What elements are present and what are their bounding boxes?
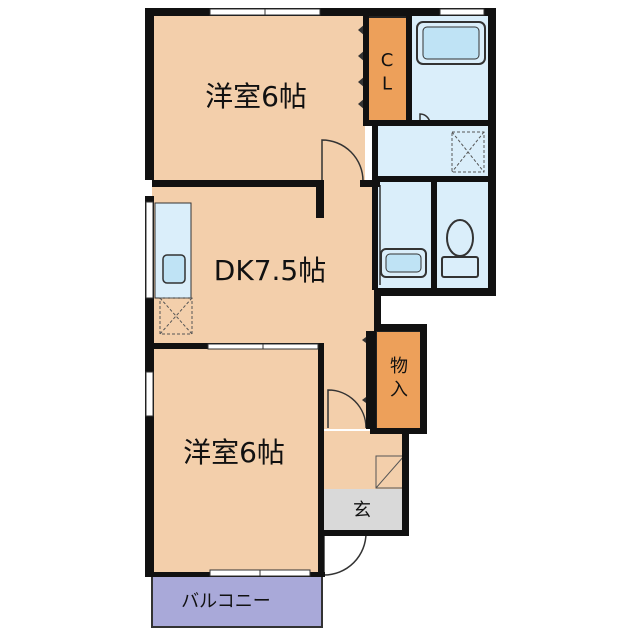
bathtub-inner bbox=[422, 26, 480, 60]
toilet-icon bbox=[446, 219, 474, 257]
label-western-bottom: 洋室6帖 bbox=[183, 436, 285, 469]
washer-space-icon bbox=[451, 131, 485, 173]
closet-cl bbox=[366, 16, 409, 122]
label-dk: DK7.5帖 bbox=[214, 254, 326, 287]
fridge-space-icon bbox=[159, 297, 193, 335]
door-top-room bbox=[321, 139, 364, 182]
kitchen-sink-icon bbox=[162, 254, 186, 284]
toilet-tank-icon bbox=[441, 256, 479, 278]
entrance-area bbox=[322, 489, 404, 533]
label-entrance: 玄 bbox=[353, 500, 371, 521]
door-entrance bbox=[323, 532, 367, 576]
label-balcony: バルコニー bbox=[181, 591, 271, 612]
label-western-top: 洋室6帖 bbox=[205, 80, 307, 113]
washroom bbox=[376, 124, 490, 181]
door-hall bbox=[327, 389, 367, 429]
label-storage: 物入 bbox=[390, 356, 408, 400]
hall bbox=[322, 347, 374, 429]
windows bbox=[145, 8, 485, 577]
entrance-step bbox=[322, 431, 404, 489]
western-room-top bbox=[152, 14, 365, 181]
western-room-bottom bbox=[152, 347, 322, 575]
